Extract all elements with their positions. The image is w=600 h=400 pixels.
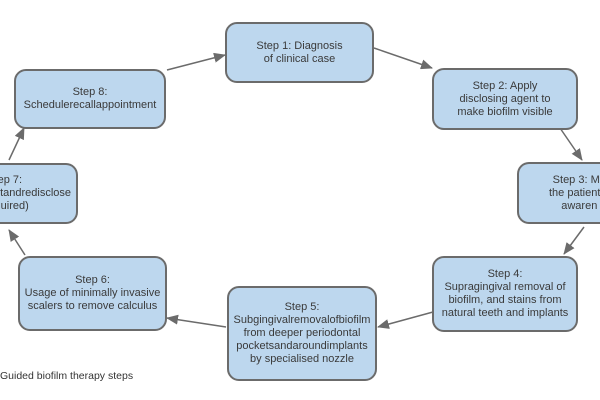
step-6-text-line: Usage of minimally invasive <box>24 287 161 299</box>
arrow-step6-to-step7 <box>8 229 26 256</box>
arrow-step4-to-step5 <box>377 311 434 329</box>
step-8-title: Step 8: <box>72 86 108 98</box>
step-1-title: Step 1: Diagnosis <box>256 39 343 52</box>
step-5-text-line: pocketsandaroundimplants <box>236 340 368 352</box>
arrow-step8-to-step1 <box>166 52 226 71</box>
step-7-text-line: quired) <box>0 200 29 212</box>
step-3-text-line: the patient a <box>549 186 600 199</box>
step-3-text-line: awaren <box>561 199 598 212</box>
step-3-title: Step 3: Mo <box>552 173 600 186</box>
diagram-caption: Guided biofilm therapy steps <box>0 370 134 382</box>
step-3-box: Step 3: Mothe patient aawaren <box>517 162 600 224</box>
step-5-text-line: from deeper periodontal <box>243 327 361 339</box>
step-6-text-line: scalers to remove calculus <box>27 300 158 312</box>
step-4-text-line: Supragingival removal of <box>444 281 566 293</box>
step-4-text-line: natural teeth and implants <box>441 307 569 319</box>
step-2-text-line: disclosing agent to <box>459 92 551 105</box>
step-7-text-line: standredisclose <box>0 187 71 199</box>
step-8-box: Step 8:Schedulerecallappointment <box>14 69 166 129</box>
step-4-title: Step 4: <box>487 268 523 280</box>
step-5-text-line: by specialised nozzle <box>250 353 354 365</box>
step-7-title: tep 7: <box>0 174 23 186</box>
arrow-step2-to-step3 <box>559 127 583 161</box>
arrow-step1-to-step2 <box>373 47 433 70</box>
step-2-title: Step 2: Apply <box>472 79 538 92</box>
arrow-step3-to-step4 <box>563 226 585 255</box>
step-1-text-line: of clinical case <box>263 52 336 65</box>
arrow-step5-to-step6 <box>166 314 227 328</box>
step-2-text-line: make biofilm visible <box>457 105 553 118</box>
step-7-box: tep 7:standredisclosequired) <box>0 163 78 224</box>
step-6-title: Step 6: <box>75 274 110 286</box>
step-5-text-line: Subgingivalremovalofbiofilm <box>233 314 371 326</box>
step-8-text-line: Schedulerecallappointment <box>23 99 157 111</box>
step-5-title: Step 5: <box>284 301 320 313</box>
step-4-text-line: biofilm, and stains from <box>448 294 562 306</box>
arrow-step7-to-step8 <box>8 127 25 161</box>
